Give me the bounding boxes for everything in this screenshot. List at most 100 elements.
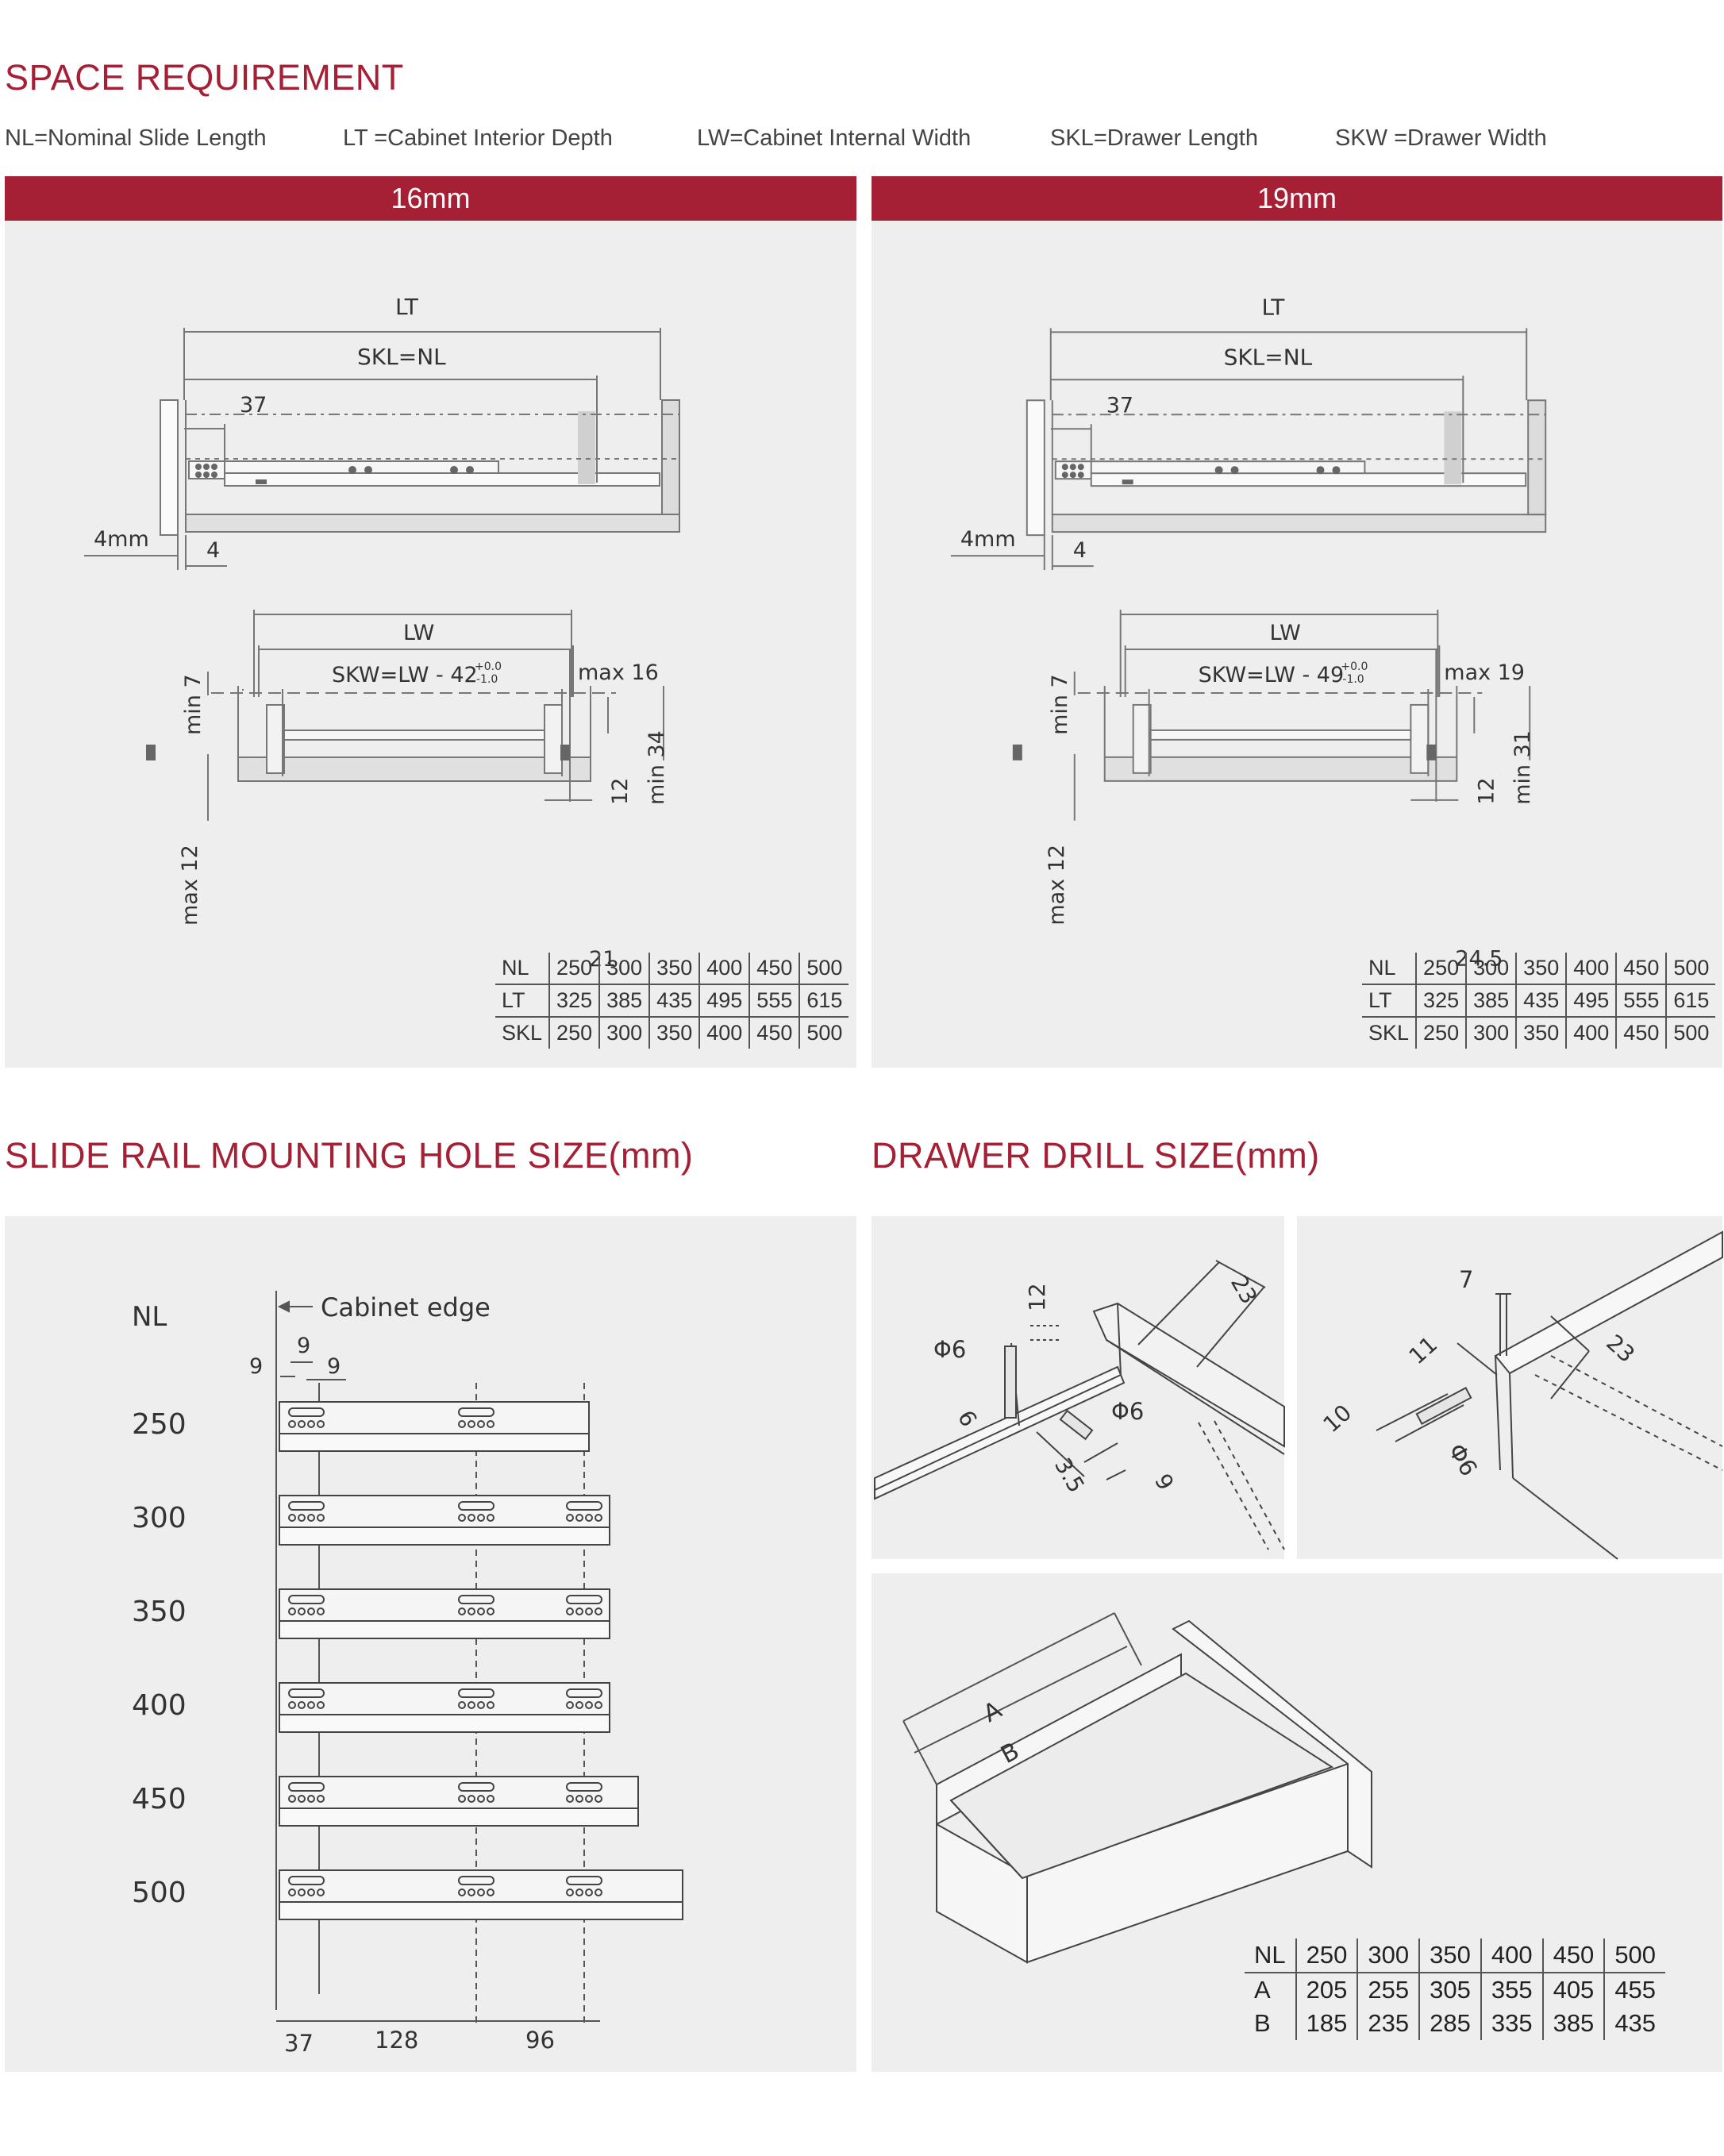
drill-box-panel: A B NL 250 300 350 400 450 500 A 205 255… — [872, 1573, 1722, 2072]
space-panel-16mm: 16mm — [5, 176, 856, 1068]
dim-max-top: max 16 — [578, 660, 659, 685]
mounting-holes-icon — [288, 1407, 325, 1428]
dim-23: 23 — [1226, 1271, 1262, 1308]
dim-12: 12 — [608, 778, 633, 805]
mounting-holes-icon — [566, 1876, 602, 1896]
dim-min-right: min 31 — [1510, 730, 1535, 805]
dim-min-right: min 34 — [645, 730, 669, 805]
panel-body: LT SKL=NL 37 4mm 4 LW SKW=LW - 49 +0.0 -… — [872, 221, 1722, 1068]
mounting-holes-icon — [566, 1595, 602, 1615]
rail-body — [279, 1401, 590, 1434]
dim-6: 6 — [952, 1406, 982, 1431]
dim-4mm: 4mm — [960, 527, 1016, 552]
mounting-holes-icon — [288, 1782, 325, 1803]
dim-lw: LW — [403, 621, 434, 645]
dim-skl: SKL=NL — [1224, 344, 1313, 370]
mounting-holes-icon — [288, 1876, 325, 1896]
mounting-holes-icon — [458, 1688, 494, 1709]
dim-11: 11 — [1404, 1331, 1443, 1369]
dim-7: 7 — [1459, 1266, 1473, 1293]
rail-lower — [279, 1808, 639, 1827]
rail-body — [279, 1588, 610, 1622]
rail-nl-value: 300 — [132, 1502, 187, 1534]
dim-4: 4 — [1073, 538, 1087, 563]
legend-skl: SKL=Drawer Length — [1050, 125, 1258, 151]
mounting-hole-diagram: NL Cabinet edge 9 9 9 250300350400450500… — [132, 1291, 683, 2057]
rail-body — [279, 1495, 610, 1528]
drill-right-panel: 7 11 23 10 Φ6 — [1297, 1216, 1723, 1560]
dim-9-left: 9 — [249, 1354, 263, 1379]
legend-skw: SKW =Drawer Width — [1335, 125, 1547, 151]
dim-10: 10 — [1318, 1399, 1357, 1438]
dim-max12: max 12 — [1045, 845, 1069, 926]
rail-nl-value: 250 — [132, 1408, 187, 1441]
rail-row: 350 — [132, 1588, 610, 1639]
table-row: NL 250 300 350 400 450 500 — [1362, 953, 1716, 985]
drill-left-diagram: 12 Φ6 6 Φ6 3.5 9 23 — [874, 1260, 1285, 1550]
dim-lt: LT — [1262, 294, 1286, 320]
drill-title: DRAWER DRILL SIZE(mm) — [872, 1135, 1320, 1176]
dim-128: 128 — [375, 2027, 418, 2054]
mounting-nl-label: NL — [132, 1301, 167, 1333]
cabinet-edge-label: Cabinet edge — [321, 1292, 491, 1322]
mounting-title: SLIDE RAIL MOUNTING HOLE SIZE(mm) — [5, 1135, 694, 1176]
mounting-holes-icon — [458, 1595, 494, 1615]
dim-4mm: 4mm — [94, 527, 149, 552]
panel-header: 16mm — [5, 176, 856, 221]
rail-nl-value: 350 — [132, 1596, 187, 1628]
legend-nl: NL=Nominal Slide Length — [5, 125, 267, 151]
dim-skw: SKW=LW - 42 — [332, 663, 478, 687]
drill-table: NL 250 300 350 400 450 500 A 205 255 305… — [1245, 1938, 1666, 2040]
rail-row: 500 — [132, 1869, 683, 1920]
tol-up: +0.0 — [1341, 660, 1368, 673]
spec-table: NL 250 300 350 400 450 500 LT 325 385 43… — [1362, 953, 1716, 1049]
rail-row: 450 — [132, 1776, 639, 1827]
table-row: A 205 255 305 355 405 455 — [1245, 1973, 1665, 2007]
tol-down: -1.0 — [476, 673, 498, 686]
rail-lower — [279, 1901, 683, 1920]
rail-lower — [279, 1433, 590, 1452]
rail-row: 300 — [132, 1495, 610, 1546]
rail-row: 400 — [132, 1682, 610, 1733]
space-panel-19mm: 19mm — [872, 176, 1722, 1068]
rail-rows: 250 300 350 400 450 500 — [132, 1401, 683, 1920]
rail-nl-value: 500 — [132, 1877, 187, 1909]
side-and-section-diagram: LT SKL=NL 37 4mm 4 LW SKW=LW - 49 +0.0 -… — [950, 294, 1547, 972]
rail-body — [279, 1776, 639, 1809]
dim-9: 9 — [1149, 1469, 1179, 1495]
dim-37: 37 — [240, 393, 267, 418]
dim-min7: min 7 — [1048, 674, 1072, 735]
space-requirement-title: SPACE REQUIREMENT — [5, 57, 404, 98]
dim-max-top: max 19 — [1444, 660, 1525, 685]
dim-4: 4 — [206, 538, 220, 563]
table-row: LT 325 385 435 495 555 615 — [495, 984, 849, 1018]
table-row: B 185 235 285 335 385 435 — [1245, 2007, 1665, 2040]
table-row: SKL 250 300 350 400 450 500 — [495, 1017, 849, 1049]
dim-37: 37 — [1106, 393, 1133, 418]
rail-body — [279, 1682, 610, 1715]
rail-lower — [279, 1620, 610, 1639]
table-row: SKL 250 300 350 400 450 500 — [1362, 1017, 1715, 1049]
dim-max12: max 12 — [178, 845, 202, 926]
drawer-box-diagram: A B — [902, 1612, 1372, 1964]
mounting-holes-icon — [458, 1782, 494, 1803]
dim-lt: LT — [395, 294, 419, 320]
dim-lw: LW — [1270, 621, 1301, 645]
side-and-section-diagram: LT SKL=NL 37 4mm 4 LW SKW=LW - 42 +0.0 -… — [84, 294, 680, 972]
dim-12: 12 — [1024, 1283, 1050, 1311]
drill-right-diagram: 7 11 23 10 Φ6 — [1318, 1230, 1723, 1560]
dim-skl: SKL=NL — [357, 344, 446, 370]
mounting-holes-icon — [288, 1501, 325, 1522]
dim-9-right: 9 — [327, 1354, 341, 1379]
tol-up: +0.0 — [475, 660, 502, 673]
rail-body — [279, 1869, 683, 1903]
table-row: NL 250 300 350 400 450 500 — [495, 953, 849, 985]
dim-a: A — [979, 1696, 1006, 1728]
rail-nl-value: 400 — [132, 1689, 187, 1722]
table-row: LT 325 385 435 495 555 615 — [1362, 984, 1716, 1018]
dim-12: 12 — [1474, 777, 1499, 804]
drill-left-panel: 12 Φ6 6 Φ6 3.5 9 23 — [872, 1216, 1285, 1559]
legend-lt: LT =Cabinet Interior Depth — [343, 125, 613, 151]
mounting-holes-icon — [288, 1688, 325, 1709]
